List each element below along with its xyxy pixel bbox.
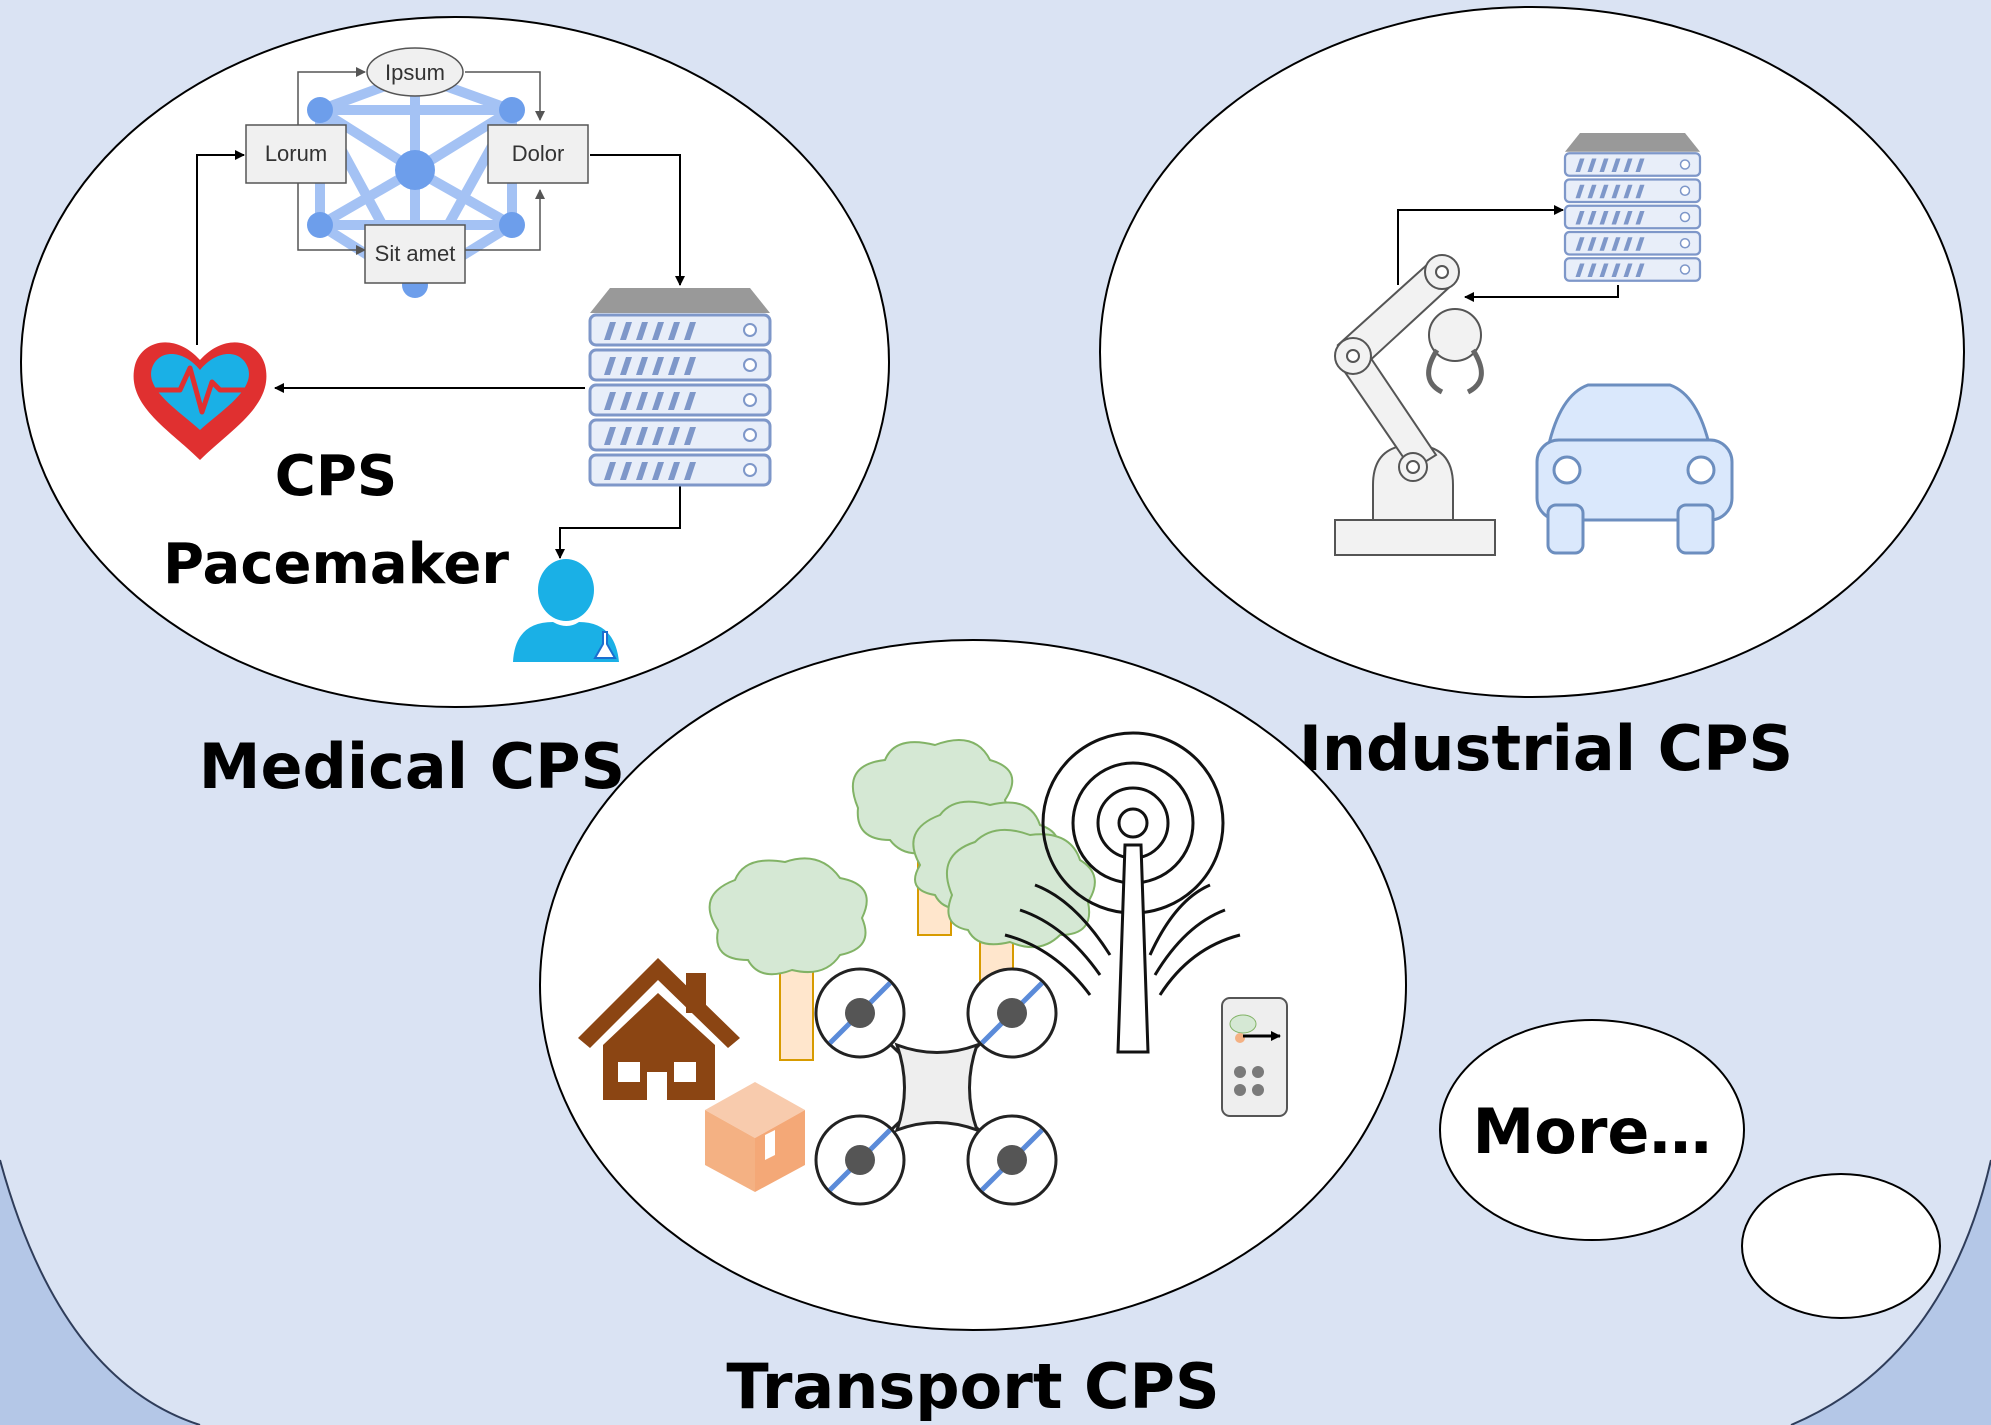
trees-icon: [708, 739, 1096, 1061]
industrial-cps-bubble: [1099, 6, 1965, 698]
industrial-cps-label: Industrial CPS: [1299, 712, 1793, 785]
pacemaker-label-line1: CPS: [275, 444, 397, 509]
node-lorum: [245, 124, 347, 184]
antenna-icon: [1004, 731, 1241, 1054]
doctor-icon: [513, 559, 619, 662]
medical-cps-label: Medical CPS: [199, 730, 625, 803]
car-icon: [1535, 383, 1734, 555]
node-sit-amet: [364, 224, 466, 284]
transport-cps-label: Transport CPS: [726, 1350, 1219, 1423]
server-icon: [588, 288, 772, 487]
small-thought-bubble: [1741, 1173, 1941, 1319]
neural-network-icon: Ipsum Lorum Dolor Sit amet: [245, 47, 589, 298]
more-label: More…: [1473, 1095, 1712, 1168]
medical-cps-bubble: [20, 16, 890, 708]
heart-icon: [133, 342, 267, 460]
pacemaker-label-line2: Pacemaker: [163, 532, 509, 597]
node-sit-amet-label: Sit amet: [375, 241, 456, 266]
industrial-flow-arrows: [1397, 205, 1619, 302]
node-ipsum-label: Ipsum: [385, 60, 445, 85]
medical-flow-arrows: [196, 150, 685, 559]
phone-icon: [1221, 997, 1288, 1117]
robot-arm-icon: [1334, 254, 1496, 556]
industrial-server-icon: [1563, 133, 1702, 282]
node-lorum-label: Lorum: [265, 141, 327, 166]
house-icon: [578, 958, 740, 1100]
more-bubble: [1439, 1019, 1745, 1241]
node-ipsum: [366, 47, 464, 97]
package-icon: [705, 1082, 805, 1192]
node-dolor: [487, 124, 589, 184]
node-dolor-label: Dolor: [512, 141, 565, 166]
outer-thought-cloud: [0, 1159, 1991, 1425]
drone-icon: [816, 969, 1056, 1204]
